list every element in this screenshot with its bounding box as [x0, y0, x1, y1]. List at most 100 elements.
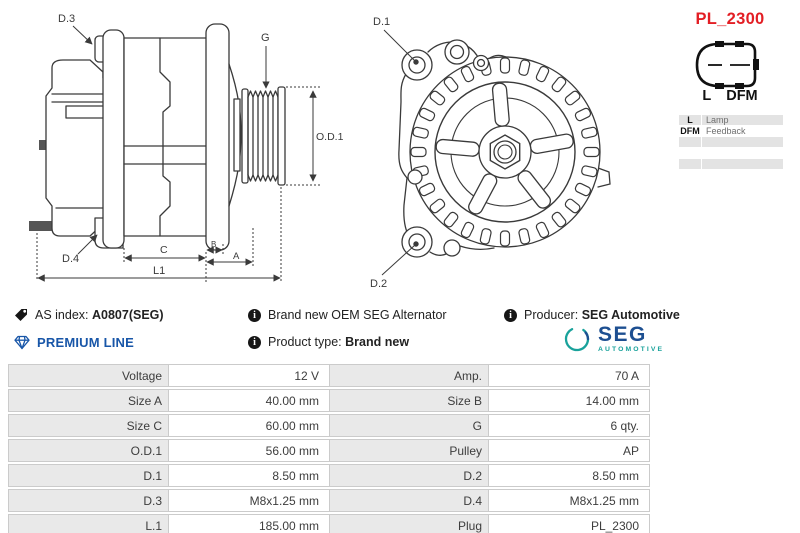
legend-pin: DFM	[679, 126, 701, 136]
legend-pin	[679, 148, 701, 158]
seg-automotive-logo: SEG AUTOMOTIVE	[563, 323, 665, 353]
dim-label-a: A	[233, 251, 240, 262]
spec-label: Size A	[8, 389, 168, 412]
spec-label: G	[329, 414, 488, 437]
spec-label: Pulley	[329, 439, 488, 462]
terminal-stud-bottom	[29, 221, 54, 231]
spec-label: D.2	[329, 464, 488, 487]
table-row: D.1 8.50 mm D.2 8.50 mm	[8, 464, 650, 487]
legend-desc: Lamp	[702, 115, 783, 125]
rear-housing	[45, 59, 107, 237]
legend-pin	[679, 137, 701, 147]
connector-tab	[715, 41, 724, 47]
spec-value: 12 V	[168, 364, 329, 387]
spec-label: L.1	[8, 514, 168, 533]
product-type-text: Product type: Brand new	[268, 335, 409, 349]
spec-value: 56.00 mm	[168, 439, 329, 462]
dim-label-b: B	[211, 240, 216, 249]
as-index-field: AS index: A0807(SEG)	[14, 307, 164, 323]
legend-pin: L	[679, 115, 701, 125]
gem-icon	[14, 335, 30, 350]
spec-value: 60.00 mm	[168, 414, 329, 437]
dim-label-od1: O.D.1	[316, 131, 344, 143]
dim-label-d1: D.1	[373, 16, 390, 28]
connector-tab	[715, 83, 724, 89]
spec-value: PL_2300	[488, 514, 650, 533]
connector-tab	[735, 41, 744, 47]
info-icon: i	[504, 308, 517, 322]
table-row: D.3 M8x1.25 mm D.4 M8x1.25 mm	[8, 489, 650, 512]
spec-label: Plug	[329, 514, 488, 533]
connector-tab	[753, 59, 759, 70]
spec-label: D.1	[8, 464, 168, 487]
spec-label: Size C	[8, 414, 168, 437]
plug-panel: PL_2300 L DFM L Lamp DFM Feedback	[665, 0, 795, 180]
connector-pin-labels: L DFM	[665, 88, 795, 104]
table-row: L Lamp	[679, 115, 783, 125]
product-type-field: i Product type: Brand new	[248, 334, 409, 350]
legend-desc: Feedback	[702, 126, 783, 136]
table-row: Size A 40.00 mm Size B 14.00 mm	[8, 389, 650, 412]
legend-desc	[702, 137, 783, 147]
dim-label-d4: D.4	[62, 253, 79, 265]
pin-label-l: L	[702, 88, 712, 104]
pin-label-dfm: DFM	[726, 88, 758, 104]
info-icon: i	[248, 308, 261, 322]
connector-diagram	[695, 41, 759, 89]
premium-line-label: PREMIUM LINE	[37, 334, 135, 350]
table-row: Voltage 12 V Amp. 70 A	[8, 364, 650, 387]
info-icon: i	[248, 335, 261, 349]
spec-value: 70 A	[488, 364, 650, 387]
spec-value: 14.00 mm	[488, 389, 650, 412]
producer-field: i Producer: SEG Automotive	[504, 307, 680, 323]
stator-body	[123, 37, 208, 237]
table-row	[679, 159, 783, 169]
spec-label: Size B	[329, 389, 488, 412]
spec-value: 6 qty.	[488, 414, 650, 437]
spec-label: Amp.	[329, 364, 488, 387]
seg-logo-text: SEG	[598, 323, 647, 346]
spec-label: Voltage	[8, 364, 168, 387]
spec-value: M8x1.25 mm	[168, 489, 329, 512]
producer-label: Producer:	[524, 308, 579, 322]
spec-value: 40.00 mm	[168, 389, 329, 412]
spec-value: AP	[488, 439, 650, 462]
producer-value: SEG Automotive	[581, 308, 680, 322]
description-text: Brand new OEM SEG Alternator	[268, 308, 447, 322]
spec-label: O.D.1	[8, 439, 168, 462]
as-index-label: AS index:	[35, 308, 89, 322]
spec-value: 8.50 mm	[488, 464, 650, 487]
dim-label-d2: D.2	[370, 278, 387, 290]
dim-label-l1: L1	[153, 265, 165, 277]
tag-icon	[14, 308, 28, 322]
seg-logo-subtext: AUTOMOTIVE	[598, 346, 665, 353]
spec-table: Voltage 12 V Amp. 70 A Size A 40.00 mm S…	[8, 362, 650, 533]
spec-label: D.3	[8, 489, 168, 512]
pulley	[241, 86, 286, 186]
legend-desc	[702, 159, 783, 169]
producer-text: Producer: SEG Automotive	[524, 308, 680, 322]
spec-value: M8x1.25 mm	[488, 489, 650, 512]
as-index-text: AS index: A0807(SEG)	[35, 308, 164, 322]
product-type-value: Brand new	[345, 335, 410, 349]
legend-desc	[702, 148, 783, 158]
product-type-label: Product type:	[268, 335, 342, 349]
dim-label-c: C	[160, 244, 168, 256]
table-row: Size C 60.00 mm G 6 qty.	[8, 414, 650, 437]
premium-line-field: PREMIUM LINE	[14, 334, 134, 350]
legend-pin	[679, 159, 701, 169]
pin-legend-table: L Lamp DFM Feedback	[678, 114, 784, 170]
connector-tab	[735, 83, 744, 89]
as-index-value: A0807(SEG)	[92, 308, 164, 322]
dim-label-d3: D.3	[58, 13, 75, 25]
table-row	[679, 137, 783, 147]
table-row: O.D.1 56.00 mm Pulley AP	[8, 439, 650, 462]
table-row: DFM Feedback	[679, 126, 783, 136]
shaft	[233, 98, 241, 172]
alternator-front-view-drawing: D.1 D.2	[370, 16, 611, 290]
spec-value: 185.00 mm	[168, 514, 329, 533]
alternator-side-view-drawing: D.3 G O.D.1 D.4 C B A L1	[29, 13, 344, 282]
dim-label-g: G	[261, 32, 270, 44]
spec-label: D.4	[329, 489, 488, 512]
table-row	[679, 148, 783, 158]
